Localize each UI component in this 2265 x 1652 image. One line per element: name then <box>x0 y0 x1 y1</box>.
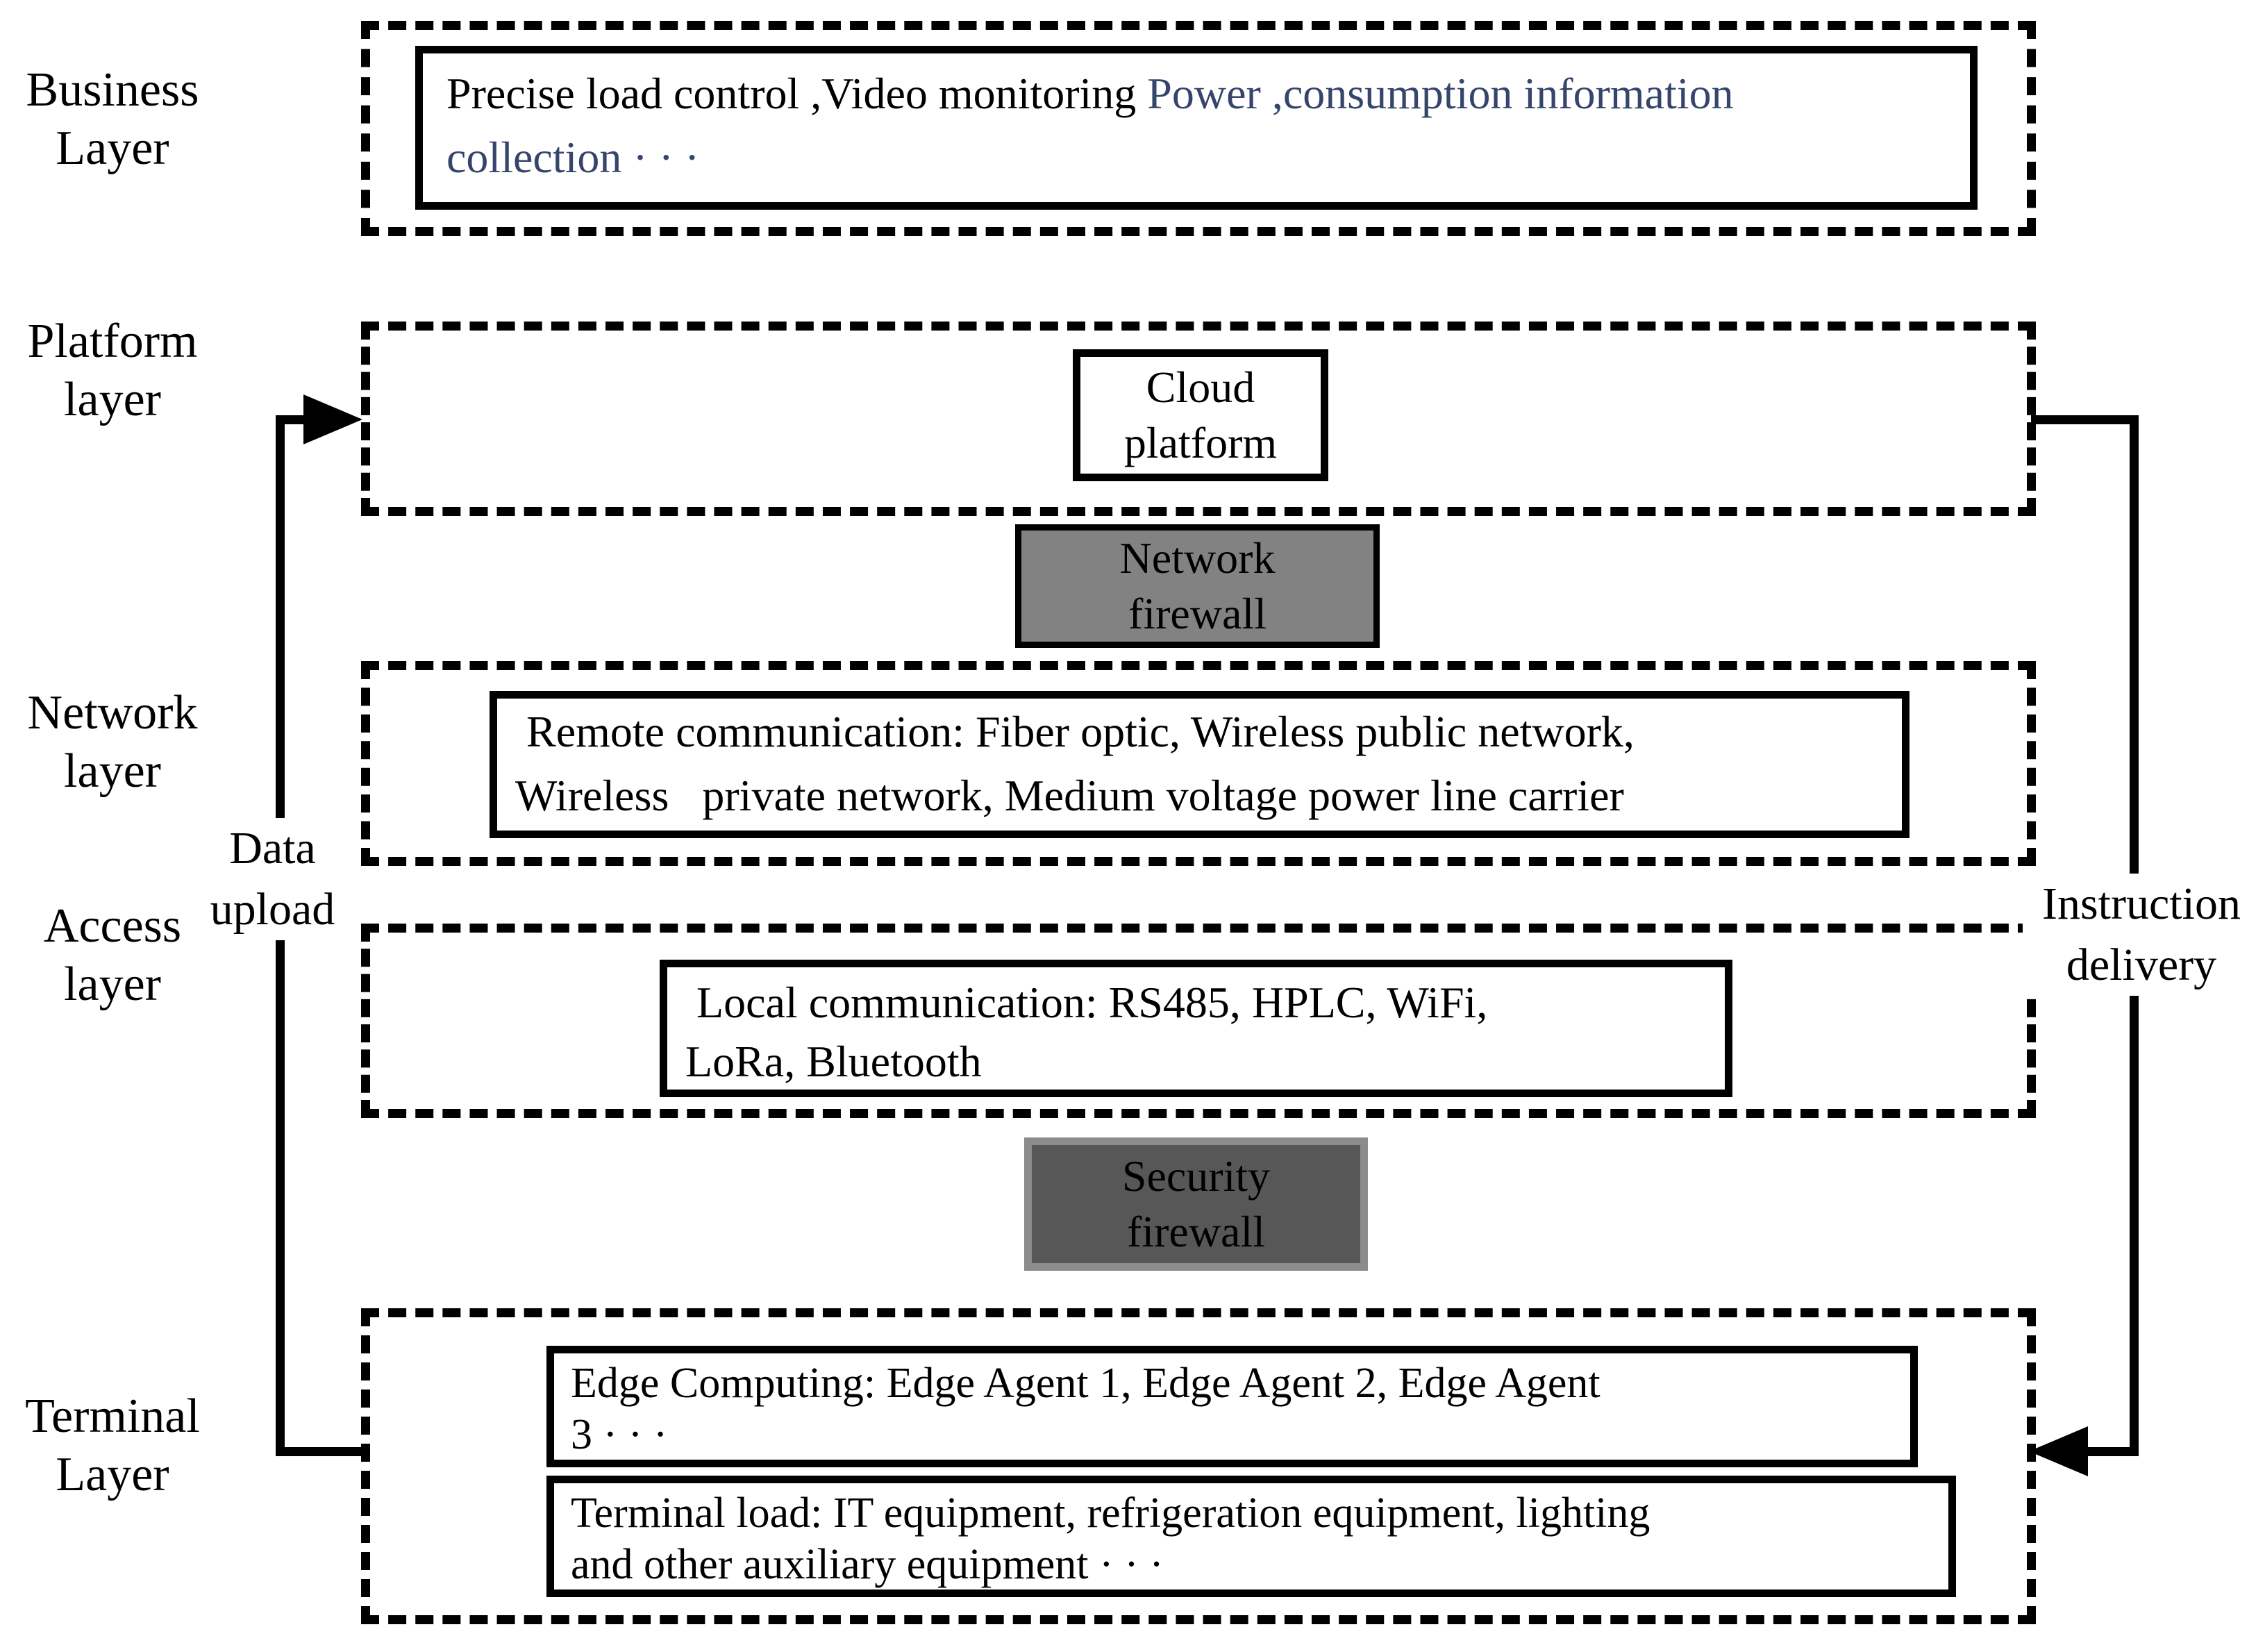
network-layer-label: Network layer <box>8 684 217 801</box>
network-layer-label-line1: Network <box>27 686 198 740</box>
access-layer-label-line1: Access <box>43 899 182 953</box>
instruction-delivery-label-line2: delivery <box>2066 940 2217 990</box>
access-layer-label-line2: layer <box>64 958 161 1011</box>
local-communication-text: Local communication: RS485, HPLC, WiFi, … <box>667 967 1725 1091</box>
instruction-delivery-line-bottom <box>2080 1447 2139 1456</box>
edge-computing-line1: Edge Computing: Edge Agent 1, Edge Agent… <box>571 1360 1600 1407</box>
platform-layer-label: Platform layer <box>8 312 217 429</box>
instruction-delivery-label: Instruction delivery <box>2023 874 2260 996</box>
data-upload-arrowhead-icon <box>303 394 362 444</box>
edge-computing-text: Edge Computing: Edge Agent 1, Edge Agent… <box>554 1353 1910 1460</box>
local-communication-line2: LoRa, Bluetooth <box>685 1037 982 1086</box>
network-firewall-box: Network firewall <box>1015 524 1380 648</box>
cloud-platform-line2: platform <box>1123 418 1278 467</box>
business-services-text-black: Precise load control ,Video monitoring <box>446 69 1148 118</box>
access-layer-frame <box>361 924 2036 1118</box>
network-firewall-line2: firewall <box>1128 589 1267 638</box>
business-layer-frame <box>361 21 2036 236</box>
data-upload-label-line2: upload <box>210 884 335 935</box>
security-firewall-box: Security firewall <box>1024 1137 1368 1271</box>
platform-layer-frame <box>361 322 2036 516</box>
network-layer-frame <box>361 661 2036 866</box>
terminal-load-line2: and other auxiliary equipment · · · <box>571 1541 1164 1588</box>
platform-layer-label-line2: layer <box>64 373 161 426</box>
remote-communication-text: Remote communication: Fiber optic, Wirel… <box>497 699 1902 828</box>
remote-communication-line2: Wireless private network, Medium voltage… <box>515 771 1624 820</box>
business-layer-label-line2: Layer <box>56 122 169 175</box>
terminal-load-text: Terminal load: IT equipment, refrigerati… <box>554 1483 1948 1590</box>
cloud-platform-box: Cloud platform <box>1073 349 1328 481</box>
business-layer-label: Business Layer <box>8 61 217 178</box>
network-layer-label-line2: layer <box>64 744 161 798</box>
data-upload-label-line1: Data <box>229 823 316 874</box>
terminal-layer-label: Terminal Layer <box>8 1387 217 1504</box>
business-layer-label-line1: Business <box>26 63 199 117</box>
cloud-platform-line1: Cloud <box>1146 362 1255 412</box>
instruction-delivery-arrowhead-icon <box>2029 1426 2088 1476</box>
data-upload-line-bottom <box>276 1447 370 1456</box>
network-firewall-line1: Network <box>1119 533 1276 583</box>
security-firewall-line2: firewall <box>1127 1207 1265 1256</box>
terminal-load-line1: Terminal load: IT equipment, refrigerati… <box>571 1490 1650 1537</box>
remote-communication-line1: Remote communication: Fiber optic, Wirel… <box>515 707 1635 756</box>
business-services-text-line2: collection · · · <box>446 133 700 182</box>
platform-layer-label-line1: Platform <box>27 315 198 368</box>
remote-communication-box: Remote communication: Fiber optic, Wirel… <box>490 691 1909 838</box>
business-services-text: Precise load control ,Video monitoring P… <box>423 53 1970 190</box>
instruction-delivery-label-line1: Instruction <box>2042 878 2241 929</box>
edge-computing-line2: 3 · · · <box>571 1411 668 1458</box>
terminal-layer-label-line1: Terminal <box>25 1390 200 1443</box>
terminal-layer-frame <box>361 1308 2036 1624</box>
business-services-box: Precise load control ,Video monitoring P… <box>415 46 1978 210</box>
terminal-layer-label-line2: Layer <box>56 1448 169 1501</box>
security-firewall-line1: Security <box>1121 1151 1271 1201</box>
instruction-delivery-line-top <box>2031 415 2139 424</box>
local-communication-box: Local communication: RS485, HPLC, WiFi, … <box>660 960 1732 1097</box>
edge-computing-box: Edge Computing: Edge Agent 1, Edge Agent… <box>546 1346 1918 1467</box>
terminal-load-box: Terminal load: IT equipment, refrigerati… <box>546 1476 1956 1597</box>
data-upload-line-top <box>276 415 310 424</box>
data-upload-label: Data upload <box>194 818 351 940</box>
business-services-text-blue: Power ,consumption information <box>1147 69 1734 118</box>
local-communication-line1: Local communication: RS485, HPLC, WiFi, <box>685 978 1488 1027</box>
access-layer-label: Access layer <box>8 897 217 1014</box>
